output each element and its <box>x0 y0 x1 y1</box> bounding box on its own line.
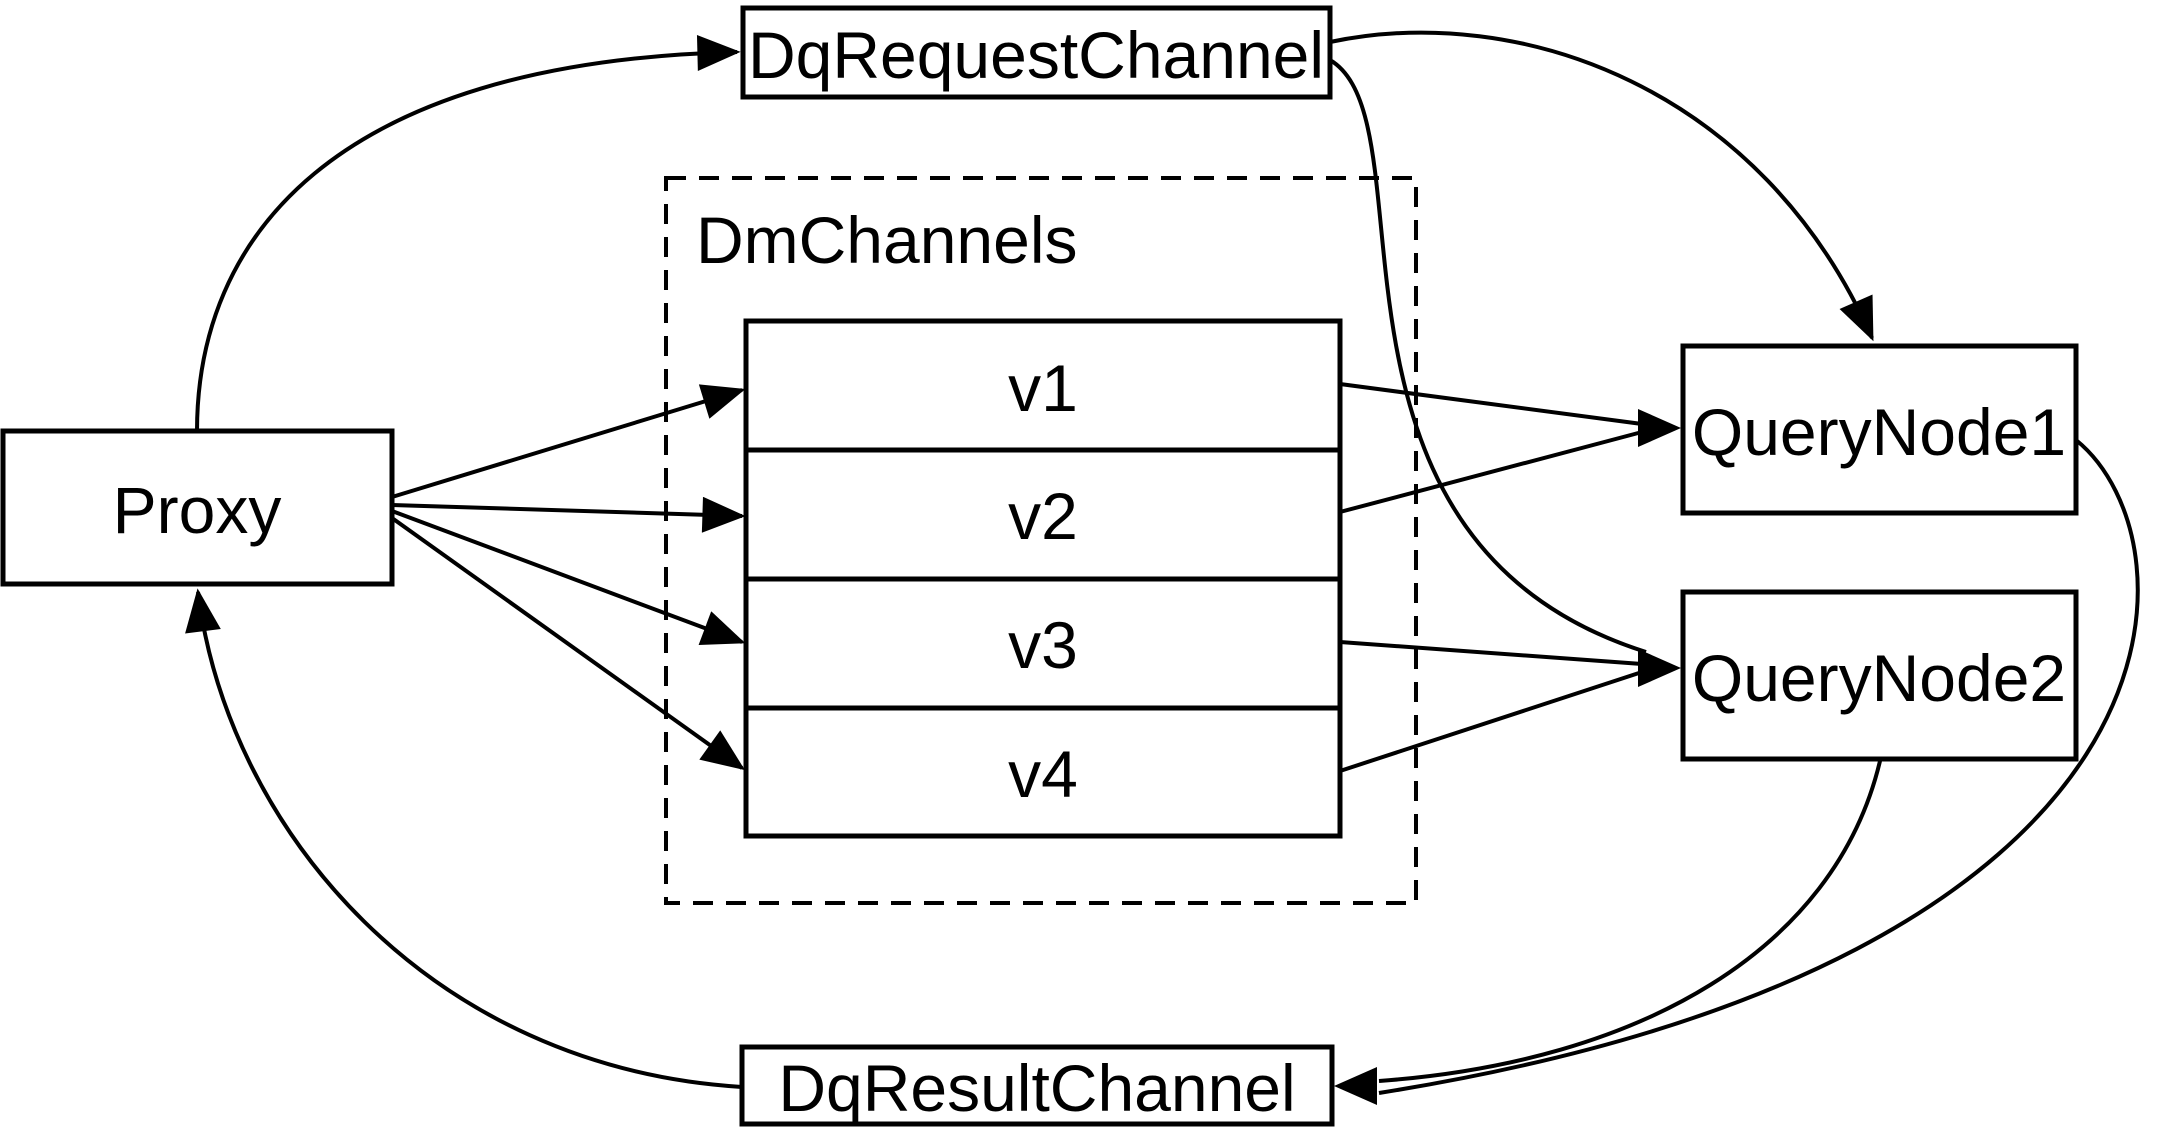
querynode1-label: QueryNode1 <box>1692 395 2066 469</box>
channel-stack: v1 v2 v3 v4 <box>743 318 1343 839</box>
dqrequestchannel-box <box>740 5 1333 100</box>
edge-dqrequestchannel-to-querynode2 <box>1328 58 1647 654</box>
node-querynode2: QueryNode2 <box>1680 589 2079 762</box>
arrowhead-into-querynode2 <box>1638 649 1681 687</box>
edge-proxy-to-v1 <box>391 384 746 499</box>
arrowhead-into-querynode1 <box>1638 409 1681 447</box>
node-querynode1: QueryNode1 <box>1680 343 2079 516</box>
edge-v4-to-querynode2 <box>1339 670 1643 773</box>
dmchannels-dashed-border <box>664 176 1418 905</box>
edge-proxy-to-v3 <box>391 509 746 645</box>
channel-v1-label: v1 <box>1008 351 1078 425</box>
dqresultchannel-label: DqResultChannel <box>778 1051 1295 1125</box>
dmchannels-label: DmChannels <box>696 203 1078 277</box>
node-proxy: Proxy <box>0 428 395 587</box>
edge-querynode1-to-dqresultchannel <box>1378 438 2140 1095</box>
edge-dqresultchannel-to-proxy <box>185 588 743 1089</box>
querynode2-label: QueryNode2 <box>1692 641 2066 715</box>
channel-v4-label: v4 <box>1008 737 1078 811</box>
edge-v3-to-querynode2 <box>1339 640 1643 666</box>
edge-proxy-to-v2 <box>391 496 746 533</box>
edge-v2-to-querynode1 <box>1339 430 1643 514</box>
dmchannels-container: DmChannels v1 v2 v3 v4 <box>664 176 1418 905</box>
dqrequestchannel-label: DqRequestChannel <box>748 18 1324 92</box>
querynode1-box <box>1680 343 2079 516</box>
dqresultchannel-box <box>739 1044 1335 1127</box>
node-dqresultchannel: DqResultChannel <box>739 1044 1335 1127</box>
proxy-label: Proxy <box>113 473 282 547</box>
arrowhead-into-dqresultchannel <box>1334 1067 1377 1105</box>
proxy-box <box>0 428 395 587</box>
edge-v1-to-querynode1 <box>1339 382 1643 426</box>
channel-v2-label: v2 <box>1008 479 1078 553</box>
edge-proxy-to-v4 <box>390 516 745 771</box>
edge-dqrequestchannel-to-querynode1 <box>1329 30 1874 342</box>
edge-proxy-to-dqrequestchannel <box>195 34 741 432</box>
channel-v3-label: v3 <box>1008 608 1078 682</box>
node-dqrequestchannel: DqRequestChannel <box>740 5 1333 100</box>
edge-querynode2-to-dqresultchannel <box>1378 760 1882 1083</box>
querynode2-box <box>1680 589 2079 762</box>
